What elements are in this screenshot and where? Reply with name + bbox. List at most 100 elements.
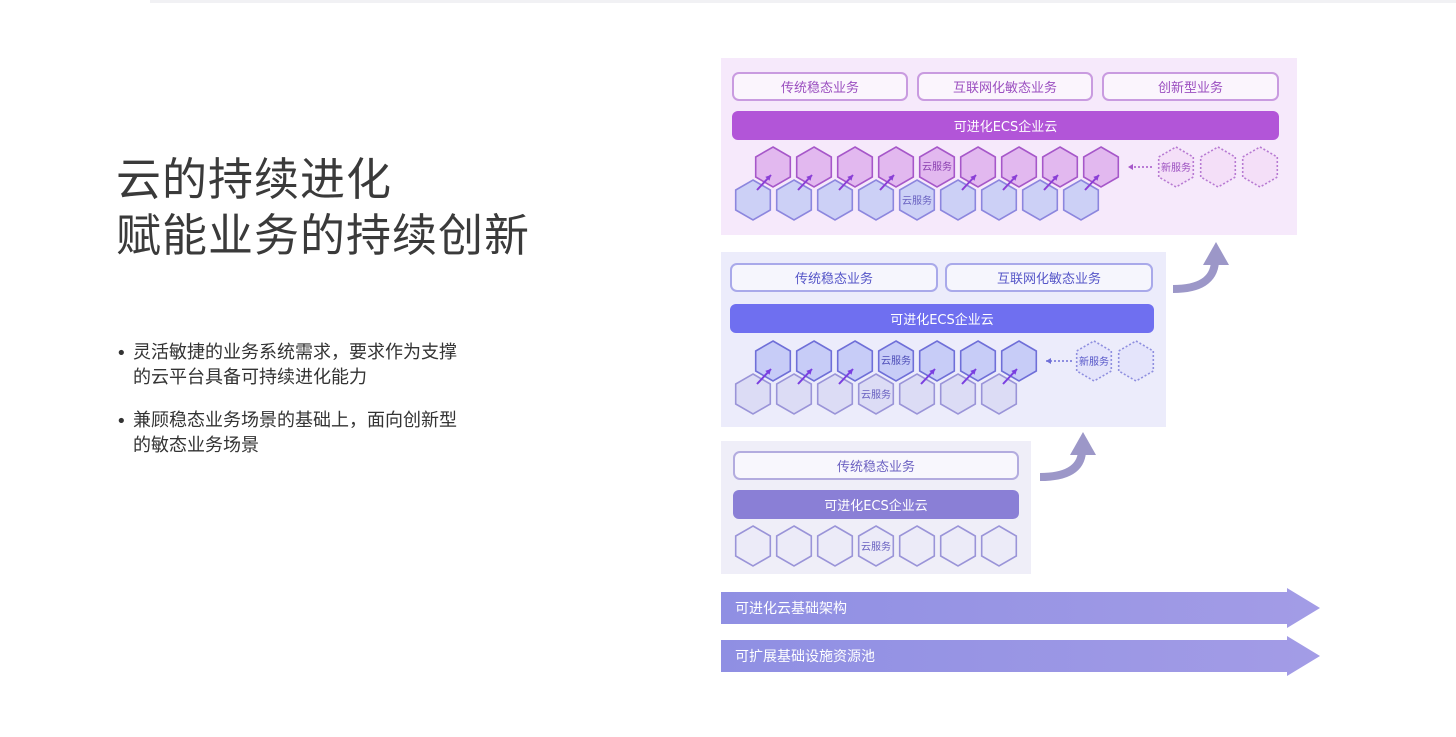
hexagon-base [857,525,895,567]
ecs-cloud-bar: 可进化ECS企业云 [730,304,1154,333]
evolve-arrowhead-icon [970,175,976,181]
hexagon-upper [959,146,997,188]
evolve-arrowhead-icon [765,369,771,375]
bullet-text-line: 灵活敏捷的业务系统需求，要求作为支撑 [133,342,457,363]
hexagon-lower [775,373,813,415]
connector-arrowhead-icon [1128,164,1133,170]
hexagon-new [1199,146,1237,188]
hexagon-lower [816,179,854,221]
bullet-text-line: 的敏态业务场景 [133,435,259,456]
bullet-list: • 灵活敏捷的业务系统需求，要求作为支撑 的云平台具备可持续进化能力 • 兼顾稳… [116,340,546,476]
evolve-arrowhead-icon [806,369,812,375]
bullet-text-line: 的云平台具备可持续进化能力 [133,367,367,388]
new-service-label: 新服务 [1079,355,1109,368]
hexagon-lower [980,373,1018,415]
curve-arrow-middle-to-top [1172,261,1219,293]
business-box-traditional: 传统稳态业务 [730,263,938,292]
service-label: 云服务 [902,194,932,207]
hexagon-lower [898,179,936,221]
hexagon-lower [939,373,977,415]
hexagon-upper [877,146,915,188]
curve-arrow-bottom-to-middle-head-icon [1070,432,1096,455]
hexagon-upper [836,146,874,188]
evolve-arrowhead-icon [847,369,853,375]
hexagon-base [775,525,813,567]
bullet-text-line: 兼顾稳态业务场景的基础上，面向创新型 [133,410,457,431]
hexagon-upper [754,146,792,188]
hexagon-upper [918,146,956,188]
hexagon-new [1075,340,1113,382]
hexagon-upper [959,340,997,382]
foundation-pool-label: 可扩展基础设施资源池 [735,649,875,665]
title-line-2: 赋能业务的持续创新 [116,209,531,262]
hexagon-lower [734,373,772,415]
curve-arrow-middle-to-top-head-icon [1203,242,1229,265]
ecs-cloud-bar: 可进化ECS企业云 [733,490,1019,519]
hexagon-new [1241,146,1279,188]
hexagon-base [898,525,936,567]
hexagon-new [1117,340,1155,382]
hexagon-lower [857,179,895,221]
business-box-internet: 互联网化敏态业务 [917,72,1093,101]
bullet-item: • 兼顾稳态业务场景的基础上，面向创新型 的敏态业务场景 [116,408,546,458]
hexagon-upper [918,340,956,382]
evolve-arrowhead-icon [765,175,771,181]
evolve-arrowhead-icon [847,175,853,181]
hexagon-base [734,525,772,567]
arrow-shape [721,636,1320,676]
evolve-arrowhead-icon [929,369,935,375]
hexagon-lower [775,179,813,221]
hexagon-lower [857,373,895,415]
hexagon-lower [898,373,936,415]
hexagon-upper [1000,146,1038,188]
hexagon-upper [795,340,833,382]
foundation-arch-arrow: 可进化云基础架构 [721,588,1320,628]
business-box-traditional: 传统稳态业务 [732,72,908,101]
business-box-innovative: 创新型业务 [1102,72,1279,101]
evolve-arrowhead-icon [888,175,894,181]
bullet-dot-icon: • [116,411,127,432]
title-line-1: 云的持续进化 [116,153,393,206]
service-label: 云服务 [861,388,891,401]
hexagon-upper [1041,146,1079,188]
foundation-arch-label: 可进化云基础架构 [735,601,847,617]
evolve-arrowhead-icon [1011,369,1017,375]
service-label: 云服务 [881,354,911,367]
hexagon-lower [816,373,854,415]
hexagon-base [939,525,977,567]
hexagon-upper [1082,146,1120,188]
hexagon-lower [734,179,772,221]
page-title: 云的持续进化 赋能业务的持续创新 [116,152,530,264]
curve-arrow-bottom-to-middle [1039,451,1086,481]
service-label: 云服务 [922,160,952,173]
new-service-label: 新服务 [1161,161,1191,174]
ecs-cloud-bar: 可进化ECS企业云 [732,111,1279,140]
hexagon-upper [836,340,874,382]
arrow-shape [721,588,1320,628]
business-box-internet: 互联网化敏态业务 [945,263,1153,292]
hexagon-lower [1062,179,1100,221]
hexagon-lower [1021,179,1059,221]
evolve-arrowhead-icon [1052,175,1058,181]
evolve-arrowhead-icon [806,175,812,181]
evolve-arrowhead-icon [1093,175,1099,181]
evolve-arrowhead-icon [970,369,976,375]
hexagon-upper [754,340,792,382]
tier-bottom-panel: 传统稳态业务 可进化ECS企业云 [721,441,1031,574]
hexagon-lower [939,179,977,221]
hexagon-upper [795,146,833,188]
hexagon-upper [877,340,915,382]
business-box-traditional: 传统稳态业务 [733,451,1019,480]
hexagon-base [980,525,1018,567]
hexagon-new [1157,146,1195,188]
connector-arrowhead-icon [1046,358,1051,364]
hexagon-upper [1000,340,1038,382]
bullet-dot-icon: • [116,343,127,364]
foundation-pool-arrow: 可扩展基础设施资源池 [721,636,1320,676]
bullet-item: • 灵活敏捷的业务系统需求，要求作为支撑 的云平台具备可持续进化能力 [116,340,546,390]
hexagon-lower [980,179,1018,221]
evolve-arrowhead-icon [1011,175,1017,181]
service-label: 云服务 [861,540,891,553]
top-divider [150,0,1456,3]
